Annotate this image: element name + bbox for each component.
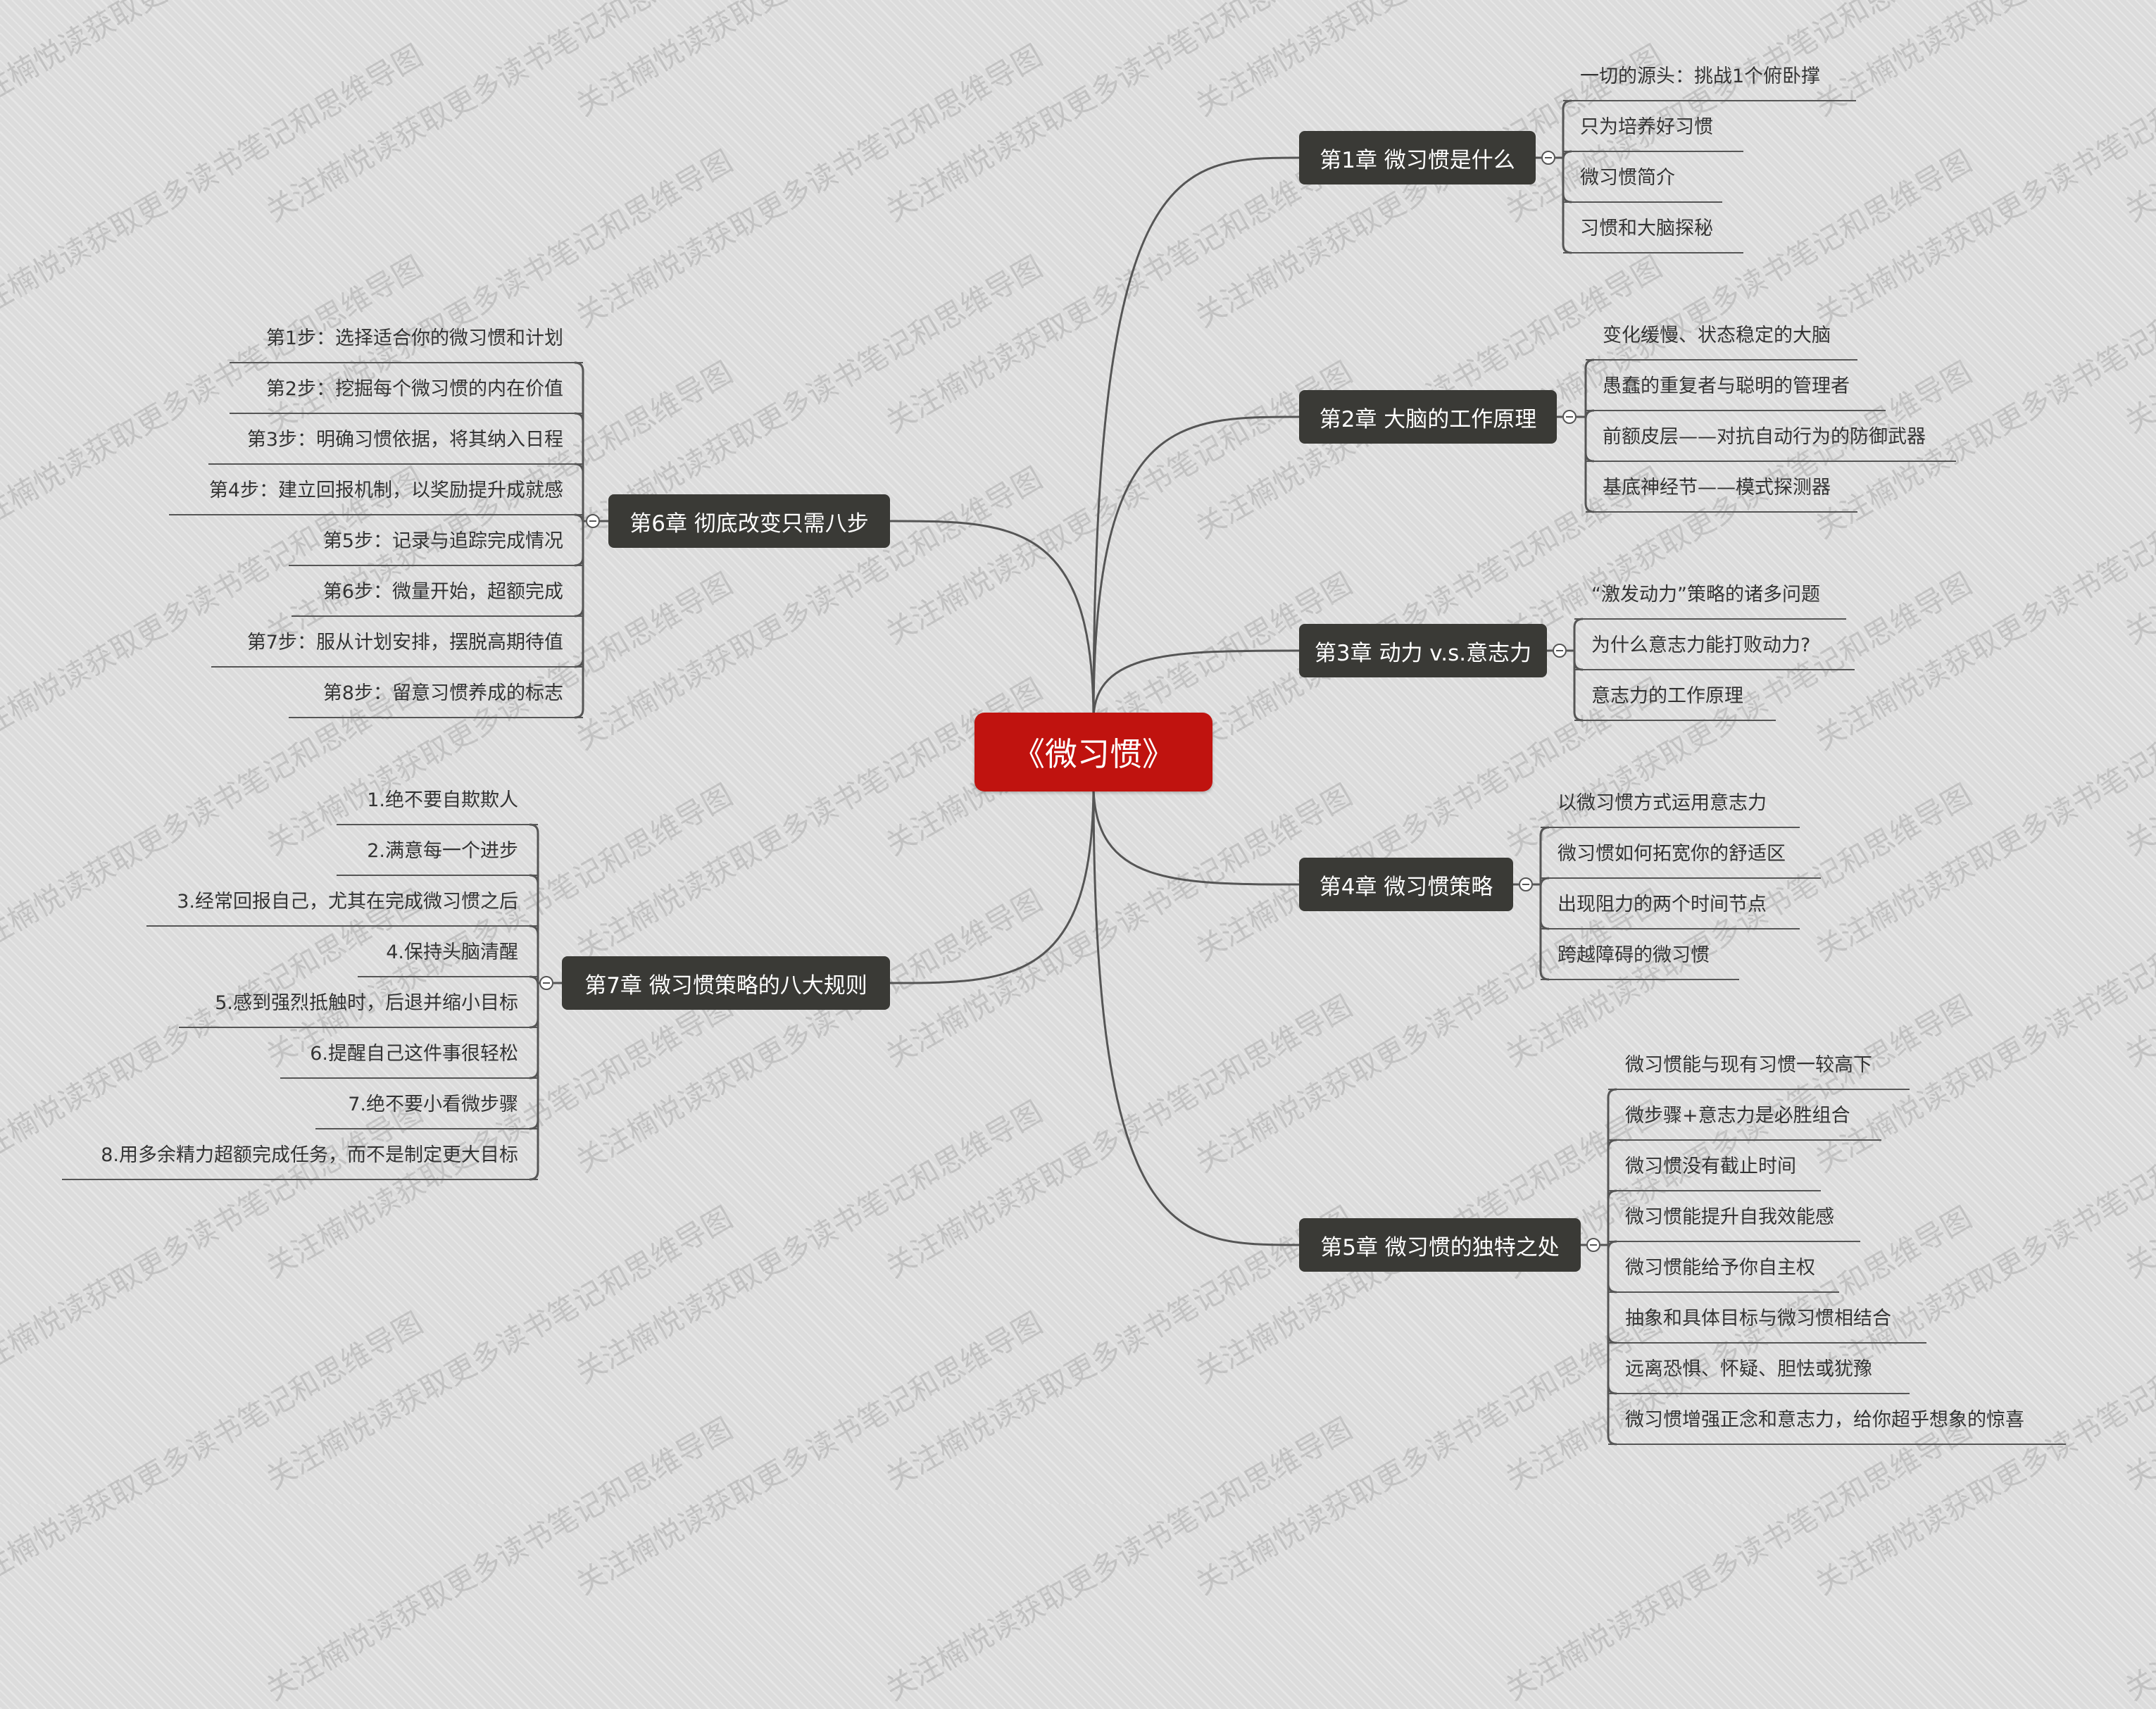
chapter-7-item[interactable]: 7.绝不要小看微步骤 [315,1089,538,1129]
chapter-3-item[interactable]: “激发动力”策略的诸多问题 [1574,579,1846,620]
chapter-2-topic[interactable]: 第2章 大脑的工作原理 [1299,390,1557,444]
chapter-6-item[interactable]: 第1步：选择适合你的微习惯和计划 [230,323,583,363]
chapter-3-item[interactable]: 为什么意志力能打败动力? [1574,630,1855,670]
root-topic[interactable]: 《微习惯》 [974,713,1212,791]
chapter-6-item[interactable]: 第3步：明确习惯依据，将其纳入日程 [208,424,583,465]
chapter-5-item[interactable]: 微步骤+意志力是必胜组合 [1608,1100,1881,1141]
chapter-7-item[interactable]: 3.经常回报自己，尤其在完成微习惯之后 [146,886,538,927]
chapter-3-topic[interactable]: 第3章 动力 v.s.意志力 [1299,624,1547,677]
chapter-6-topic[interactable]: 第6章 彻底改变只需八步 [608,494,890,548]
chapter-3-item[interactable]: 意志力的工作原理 [1574,680,1776,721]
chapter-4-collapse-toggle[interactable] [1519,877,1533,891]
chapter-1-collapse-toggle[interactable] [1541,151,1555,165]
chapter-1-item[interactable]: 微习惯简介 [1563,162,1722,203]
chapter-5-topic[interactable]: 第5章 微习惯的独特之处 [1299,1218,1581,1272]
chapter-6-item[interactable]: 第4步：建立回报机制，以奖励提升成就感 [169,475,583,515]
chapter-7-collapse-toggle[interactable] [539,976,553,990]
chapter-1-item[interactable]: 一切的源头：挑战1个俯卧撑 [1563,61,1856,101]
chapter-5-item[interactable]: 微习惯能与现有习惯一较高下 [1608,1049,1910,1090]
chapter-6-item[interactable]: 第7步：服从计划安排，摆脱高期待值 [211,627,583,668]
chapter-4-item[interactable]: 跨越障碍的微习惯 [1541,939,1739,980]
root-to-chapter-1-link [1092,156,1300,720]
chapter-5-collapse-toggle[interactable] [1586,1238,1600,1252]
chapter-7-item[interactable]: 4.保持头脑清醒 [358,937,538,977]
chapter-4-item[interactable]: 出现阻力的两个时间节点 [1541,889,1800,929]
root-to-chapter-6-link [889,520,1095,720]
chapter-2-item[interactable]: 变化缓慢、状态稳定的大脑 [1586,320,1857,361]
chapter-6-item[interactable]: 第5步：记录与追踪完成情况 [289,525,583,566]
chapter-5-item[interactable]: 微习惯没有截止时间 [1608,1151,1821,1191]
chapter-2-item[interactable]: 前额皮层——对抗自动行为的防御武器 [1586,421,1956,462]
chapter-7-item[interactable]: 2.满意每一个进步 [337,835,538,876]
root-to-chapter-7-link [889,784,1095,984]
chapter-3-collapse-toggle[interactable] [1553,644,1567,658]
root-to-chapter-4-link [1092,784,1300,886]
chapter-1-item[interactable]: 只为培养好习惯 [1563,111,1743,152]
chapter-7-item[interactable]: 8.用多余精力超额完成任务，而不是制定更大目标 [62,1139,538,1180]
chapter-2-item[interactable]: 愚蠢的重复者与聪明的管理者 [1586,370,1886,411]
chapter-7-topic[interactable]: 第7章 微习惯策略的八大规则 [562,956,890,1010]
chapter-5-item[interactable]: 微习惯能给予你自主权 [1608,1252,1839,1293]
chapter-4-topic[interactable]: 第4章 微习惯策略 [1299,858,1513,911]
chapter-4-item[interactable]: 以微习惯方式运用意志力 [1541,787,1800,828]
root-to-chapter-5-link [1092,784,1300,1246]
chapter-2-collapse-toggle[interactable] [1562,410,1577,424]
chapter-5-item[interactable]: 远离恐惧、怀疑、胆怯或犹豫 [1608,1353,1910,1394]
chapter-4-item[interactable]: 微习惯如何拓宽你的舒适区 [1541,838,1821,879]
chapter-5-item[interactable]: 微习惯增强正念和意志力，给你超乎想象的惊喜 [1608,1404,2066,1445]
chapter-7-item[interactable]: 6.提醒自己这件事很轻松 [280,1038,538,1079]
chapter-5-item[interactable]: 抽象和具体目标与微习惯相结合 [1608,1303,1926,1344]
chapter-6-item[interactable]: 第8步：留意习惯养成的标志 [289,677,583,718]
root-to-chapter-3-link [1092,649,1300,720]
chapter-1-item[interactable]: 习惯和大脑探秘 [1563,213,1743,253]
chapter-5-item[interactable]: 微习惯能提升自我效能感 [1608,1201,1860,1242]
root-to-chapter-2-link [1092,415,1300,720]
chapter-2-item[interactable]: 基底神经节——模式探测器 [1586,472,1857,513]
chapter-6-item[interactable]: 第6步：微量开始，超额完成 [292,576,583,617]
chapter-6-collapse-toggle[interactable] [586,514,600,528]
chapter-7-item[interactable]: 5.感到强烈抵触时，后退并缩小目标 [179,987,538,1028]
chapter-1-topic[interactable]: 第1章 微习惯是什么 [1299,131,1536,184]
chapter-6-item[interactable]: 第2步：挖掘每个微习惯的内在价值 [230,373,583,414]
chapter-7-item[interactable]: 1.绝不要自欺欺人 [337,784,538,825]
